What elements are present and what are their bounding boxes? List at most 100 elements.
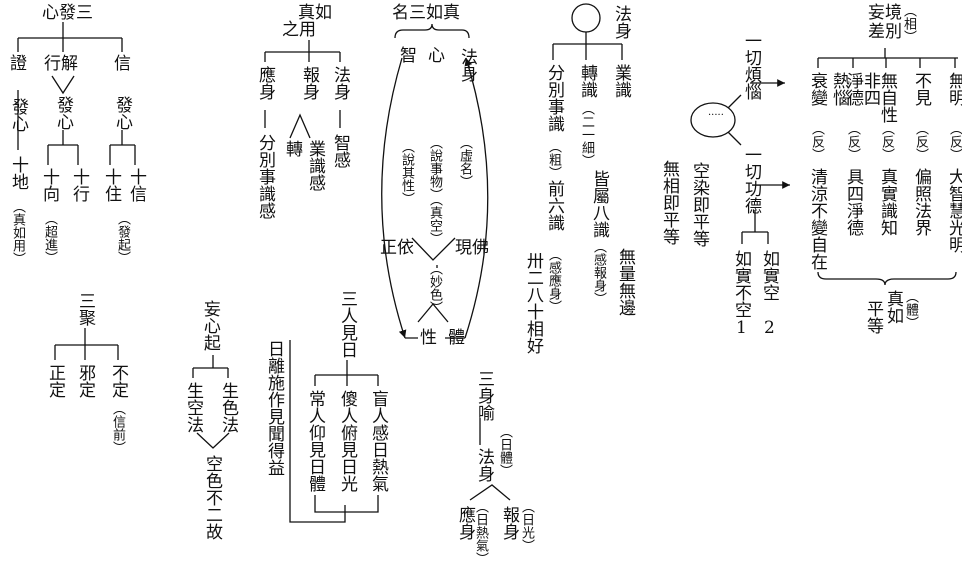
diff-row-1: 清涼不變自在 xyxy=(807,168,827,270)
diff-title-note: （相） xyxy=(901,4,916,43)
dharmakaya-c: 業識 xyxy=(611,64,631,98)
dharma-body-sub: 智感 xyxy=(330,134,350,168)
names-c: 法身 xyxy=(457,48,477,82)
dharmakaya-a-sub: 前六識 xyxy=(544,180,564,231)
diff-title-b: 妄境 xyxy=(868,3,902,23)
diff-bottom-b: 平等 xyxy=(863,300,883,334)
delusion-title-text: 妄心起 xyxy=(199,300,220,351)
diff-row-5: 大智慧光明 xyxy=(945,168,962,253)
diff-row-3: 真實識知 xyxy=(877,168,897,236)
delusion-bottom: 空色不二故 xyxy=(202,455,222,540)
heart-left-note: （真如用） xyxy=(10,200,25,265)
heart-mid-label: 行解 xyxy=(44,54,78,74)
metaphor-a: 應身 xyxy=(455,506,475,540)
three-groups-a: 正定 xyxy=(45,364,65,398)
three-people-left: 日離施作見聞得益 xyxy=(264,340,284,476)
diff-col-6: 不見 xyxy=(911,72,931,106)
names-a: 智 xyxy=(400,46,417,66)
delusion-title: 妄心起 xyxy=(199,300,220,356)
three-people-b: 傻人俯見日光 xyxy=(337,390,357,492)
diff-row-2: 具四淨德 xyxy=(843,168,863,236)
reward-body: 報身 xyxy=(299,66,319,100)
diff-col-7: 無明 xyxy=(945,72,962,106)
reward-body-sub2: 業識感 xyxy=(305,140,325,191)
diff-col-4: 非四 xyxy=(860,72,880,106)
names-a-note: （說其性） xyxy=(399,140,414,205)
three-groups-b: 邪定 xyxy=(75,364,95,398)
dharmakaya-b-sub: 皆屬八識 xyxy=(589,170,609,238)
dharmakaya-a: 分別事識 xyxy=(544,64,564,132)
names-title: 名三如真 xyxy=(392,3,460,23)
dharmakaya-a-sub-note: （感應身） xyxy=(546,248,561,313)
response-body-sub: 分別事識感 xyxy=(255,134,275,219)
dharmakaya-title: 法身 xyxy=(611,5,631,39)
diff-col-2: 熱惱 xyxy=(829,72,849,106)
heart-right-label: 信 xyxy=(114,54,131,74)
heart-mid-sub: 發心 xyxy=(53,96,73,130)
diff-col-1: 衰變 xyxy=(807,72,827,106)
true-thusness-title-b: 之用 xyxy=(282,20,316,40)
diff-note-4: （反） xyxy=(913,122,928,161)
truly-not-empty: 如實不空 xyxy=(731,250,751,318)
delusion-b: 生色法 xyxy=(218,382,238,433)
dharmakaya-b-sub-note: （感報身） xyxy=(591,240,606,305)
reward-body-sub1: 轉 xyxy=(282,140,302,157)
diff-note-1: （反） xyxy=(809,122,824,161)
heart-left-sub: 發心 xyxy=(8,98,28,132)
heart-right-a-note: （發起） xyxy=(115,212,130,264)
three-people-a: 常人仰見日體 xyxy=(305,390,325,492)
metaphor-mid: 法身 xyxy=(474,448,494,482)
true-thusness-title-a: 真如 xyxy=(298,3,332,23)
names-base-b: 體 xyxy=(448,328,465,348)
names-left: 正依 xyxy=(380,238,414,258)
diff-bottom-note: （體） xyxy=(903,290,918,329)
three-people-c: 盲人感日熱氣 xyxy=(368,390,388,492)
dharmakaya-infinite: 無量無邊 xyxy=(615,248,635,316)
truly-not-empty-num: 1 xyxy=(736,318,747,338)
diff-note-2: （反） xyxy=(845,122,860,161)
diff-row-4: 偏照法界 xyxy=(911,168,931,236)
heart-mid-a-note: （超進） xyxy=(42,212,57,264)
heart-left-label: 證 xyxy=(10,54,27,74)
dots-mark: ····· xyxy=(708,110,724,121)
three-groups-title: 三聚 xyxy=(75,292,95,326)
heart-right-a: 十住 xyxy=(101,168,121,202)
names-b: 心 xyxy=(428,46,445,66)
dharmakaya-b-note: （二一細） xyxy=(579,102,594,167)
dharmakaya-b: 轉識 xyxy=(577,64,597,98)
names-right: 現佛 xyxy=(455,238,489,258)
metaphor-mid-note: （日體） xyxy=(497,425,512,477)
diff-note-3: （反） xyxy=(879,122,894,161)
all-virtues: 一切功德 xyxy=(741,146,761,214)
metaphor-title: 三身喻 xyxy=(474,370,494,421)
metaphor-b: 報身 xyxy=(499,506,519,540)
empty-equal: 空染即平等 xyxy=(689,162,709,247)
all-afflictions: 一切煩惱 xyxy=(741,32,761,100)
heart-left-sub2: 十地 xyxy=(8,156,28,190)
delusion-a: 生空法 xyxy=(183,382,203,433)
names-c-note: （虛名） xyxy=(457,136,472,188)
names-b-note: （說事物） xyxy=(427,136,442,201)
names-base-a: 性 xyxy=(420,328,437,348)
heart-mid-a: 十向 xyxy=(39,168,59,202)
heart-three-title: 心發三 xyxy=(42,3,93,23)
names-center: （真空） xyxy=(427,193,442,245)
diff-bottom-a: 真如 xyxy=(883,290,903,324)
no-mark-equal: 無相即平等 xyxy=(659,160,679,245)
diff-col-3: 淨德 xyxy=(843,72,863,106)
diff-title-a: 差別 xyxy=(868,22,902,42)
metaphor-a-note: （日熱氣） xyxy=(473,500,488,565)
names-center2: （妙色） xyxy=(427,262,442,314)
three-people-title: 三人見日 xyxy=(337,290,357,358)
truly-empty-num: 2 xyxy=(764,318,775,338)
heart-right-b: 十信 xyxy=(126,168,146,202)
diff-note-5: （反） xyxy=(947,122,962,161)
heart-mid-b: 十行 xyxy=(69,168,89,202)
dharma-body: 法身 xyxy=(330,66,350,100)
dharmakaya-marks: 卅二八十相好 xyxy=(523,252,543,354)
diff-col-5: 無自性 xyxy=(877,72,897,123)
heart-right-sub: 發心 xyxy=(112,96,132,130)
three-groups-c: 不定 xyxy=(108,364,128,398)
